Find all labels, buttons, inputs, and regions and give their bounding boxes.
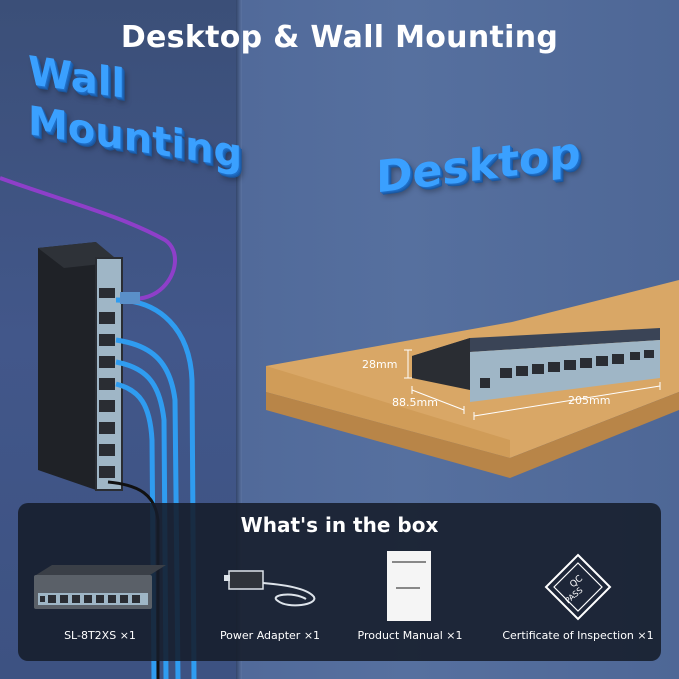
power-adapter-icon [224, 570, 316, 607]
purple-cable [0, 176, 178, 301]
box-item-switch-label: SL-8T2XS ×1 [64, 629, 136, 642]
desktop-switch [412, 328, 660, 402]
box-items-illustrations [34, 551, 612, 621]
box-item-certificate-label: Certificate of Inspection ×1 [502, 629, 654, 642]
width-dimension: 205mm [568, 394, 611, 407]
wall-corner [236, 0, 242, 679]
network-switch-icon [34, 565, 166, 609]
dimension-lines [404, 349, 661, 420]
box-contents-panel: What's in the box [18, 503, 661, 661]
depth-dimension: 88.5mm [392, 396, 438, 409]
box-title: What's in the box [240, 513, 439, 537]
box-item-manual-label: Product Manual ×1 [357, 629, 463, 642]
product-manual-icon [387, 551, 431, 621]
purple-cable-plug [120, 292, 140, 304]
box-item-adapter-label: Power Adapter ×1 [219, 629, 321, 642]
qc-certificate-icon [544, 553, 612, 621]
wall-switch [38, 242, 123, 491]
page-headline: Desktop & Wall Mounting [120, 20, 559, 55]
height-dimension: 28mm [362, 358, 398, 371]
